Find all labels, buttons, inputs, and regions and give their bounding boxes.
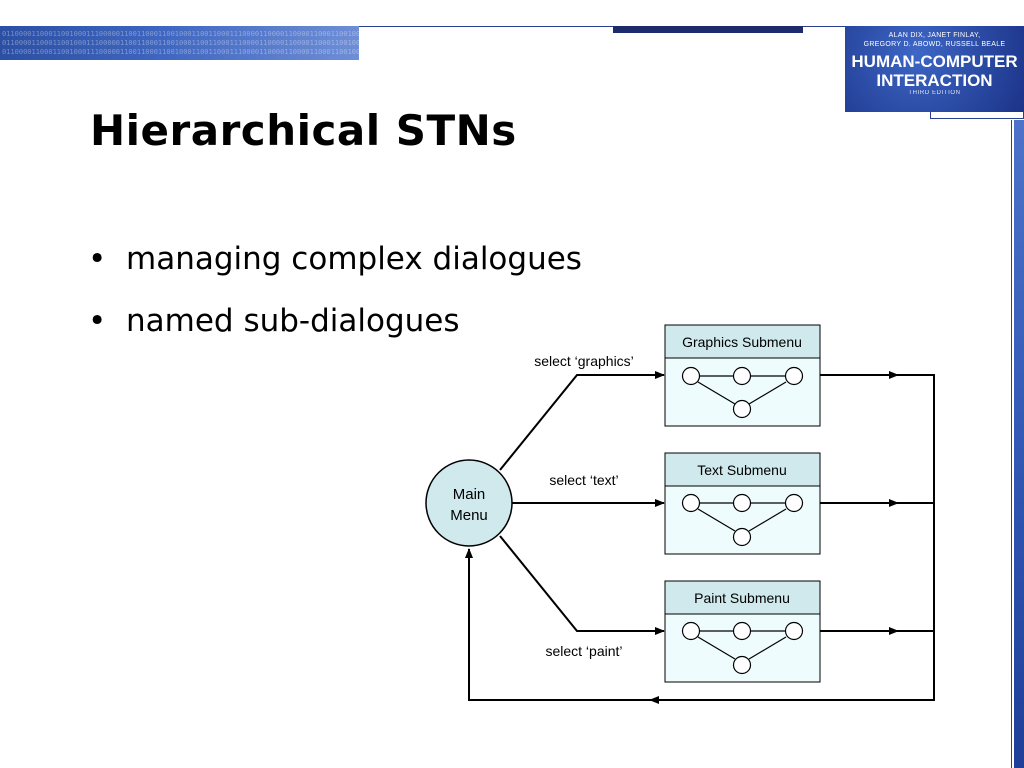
inner-state: [784, 366, 804, 386]
inner-edge: [748, 508, 787, 532]
book-authors-line1: ALAN DIX, JANET FINLAY,: [888, 32, 981, 39]
right-edge-rule: [1011, 120, 1012, 768]
book-edition: THIRD EDITION: [908, 90, 961, 96]
header-accent-bar: [613, 26, 803, 33]
main-menu-label-line1: Main: [453, 486, 486, 503]
bullet-list: • managing complex dialogues • named sub-d…: [88, 228, 582, 352]
submenu-paint: Paint Submenu: [664, 580, 821, 683]
book-title-line1: HUMAN-COMPUTER: [851, 52, 1018, 71]
edge-to-paint: [499, 535, 665, 635]
submenu-graphics: Graphics Submenu: [664, 324, 821, 427]
inner-state: [681, 493, 701, 513]
edge-label-text: select ‘text’: [549, 472, 618, 488]
inner-edge: [697, 508, 736, 532]
header-binary-banner: 0110000110001100100011100000110011000110…: [0, 26, 359, 60]
binary-text-row: 0110000110001100100011100000110011000110…: [2, 48, 359, 56]
inner-state: [732, 527, 752, 547]
edge-label-paint: select ‘paint’: [545, 643, 622, 659]
submenu-text: Text Submenu: [664, 452, 821, 555]
book-authors-line2: GREGORY D. ABOWD, RUSSELL BEALE: [863, 41, 1006, 48]
right-edge-stripe: [1014, 120, 1024, 768]
inner-state: [732, 621, 752, 641]
inner-edge: [697, 636, 736, 660]
inner-state: [681, 621, 701, 641]
edge-label-graphics: select ‘graphics’: [534, 353, 634, 369]
inner-edge: [748, 636, 787, 660]
inner-state: [681, 366, 701, 386]
inner-state: [732, 655, 752, 675]
book-cover-logo: ALAN DIX, JANET FINLAY, GREGORY D. ABOWD…: [845, 26, 1024, 112]
main-menu-node: [425, 459, 513, 547]
submenu-graphics-header: [664, 324, 821, 359]
bullet-item: • named sub-dialogues: [88, 290, 582, 352]
main-menu-label-line2: Menu: [450, 507, 488, 524]
submenu-paint-title: Paint Submenu: [694, 590, 790, 606]
inner-edge: [697, 381, 736, 405]
inner-state: [732, 493, 752, 513]
inner-state: [732, 366, 752, 386]
edge-to-graphics: [499, 371, 665, 471]
submenu-text-title: Text Submenu: [697, 462, 787, 478]
inner-edge: [748, 381, 787, 405]
submenu-graphics-title: Graphics Submenu: [682, 334, 802, 350]
bullet-item: • managing complex dialogues: [88, 228, 582, 290]
bullet-dot: •: [88, 241, 107, 277]
book-title-line2: INTERACTION: [876, 71, 993, 90]
submenu-paint-header: [664, 580, 821, 615]
bullet-text: managing complex dialogues: [126, 241, 582, 277]
slide-title: Hierarchical STNs: [90, 106, 517, 155]
binary-text-row: 0110000110001100100011100000110011000110…: [2, 30, 359, 38]
submenu-text-header: [664, 452, 821, 487]
binary-text-row: 0110000110001100100011100000110011000110…: [2, 39, 359, 47]
inner-state: [732, 399, 752, 419]
bullet-text: named sub-dialogues: [126, 303, 460, 339]
bullet-dot: •: [88, 303, 107, 339]
inner-state: [784, 493, 804, 513]
inner-state: [784, 621, 804, 641]
header-rule: [359, 26, 859, 27]
